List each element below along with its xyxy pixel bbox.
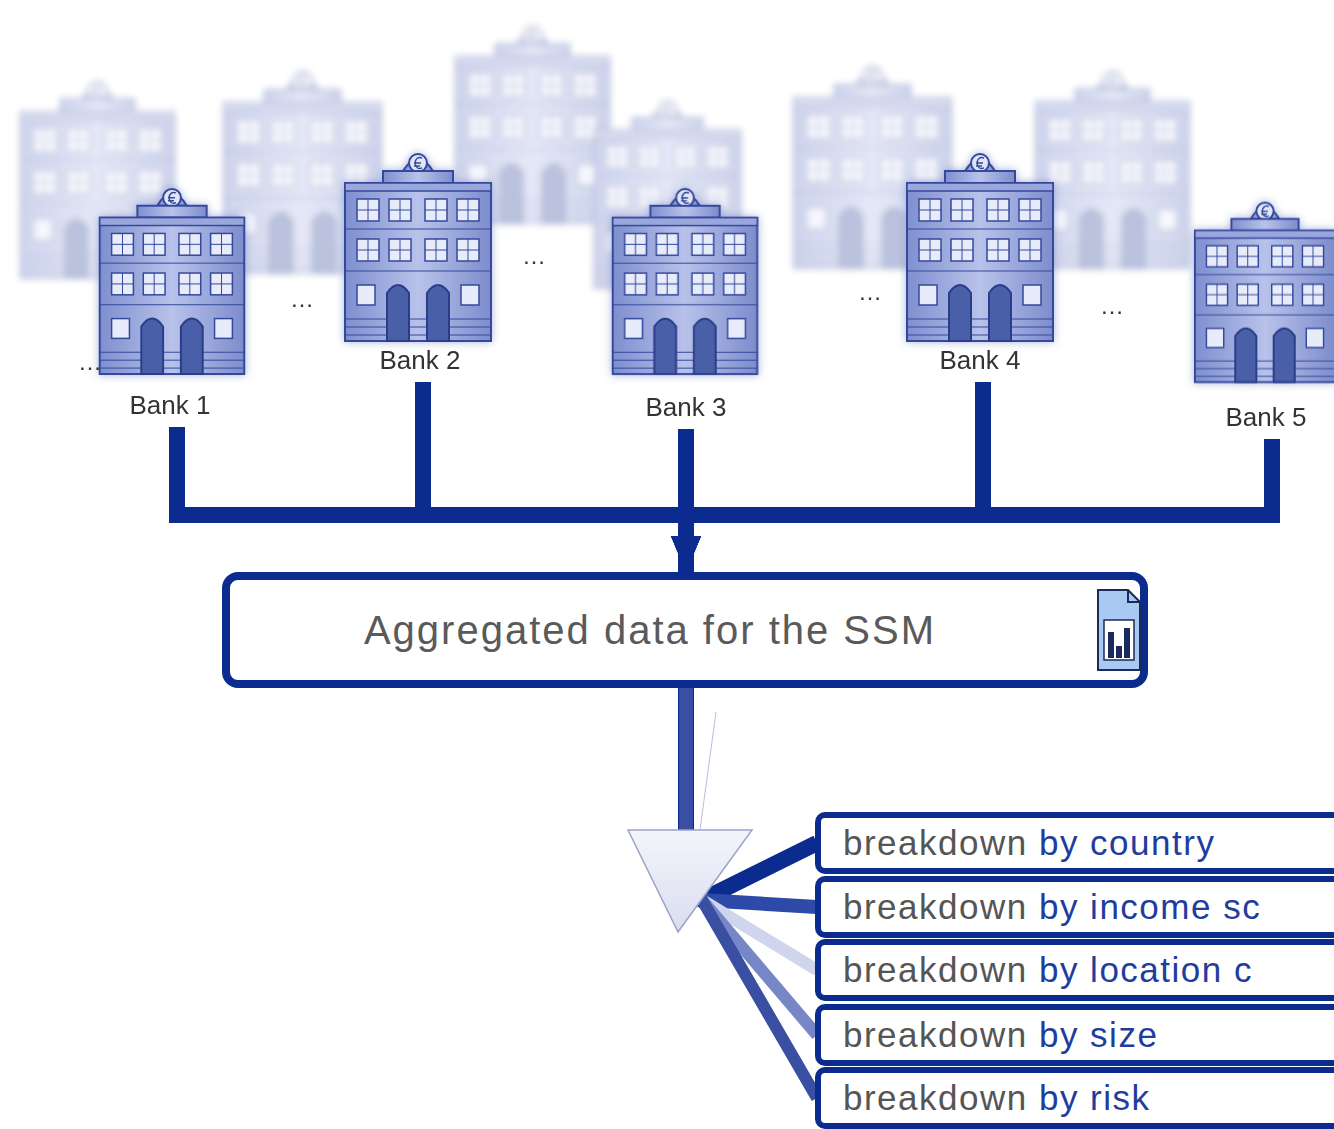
- node-text: by size: [1039, 1015, 1158, 1055]
- node-text: Bank 2: [380, 345, 461, 375]
- breakdown-box: breakdown by location c: [815, 939, 1334, 1001]
- aggregate-box: Aggregated data for the SSM: [222, 572, 1148, 688]
- ellipsis-label: …: [78, 348, 102, 376]
- bank-label: Bank 3: [640, 390, 733, 425]
- node-text: breakdown: [843, 823, 1028, 863]
- node-text: breakdown: [843, 950, 1028, 990]
- ellipsis-label: …: [290, 285, 314, 313]
- node-text: Aggregated data for the SSM: [364, 608, 936, 653]
- node-text: Bank 4: [940, 345, 1021, 375]
- breakdown-box: breakdown by income sc: [815, 876, 1334, 938]
- ellipsis-label: …: [1100, 292, 1124, 320]
- node-text: by location c: [1039, 950, 1253, 990]
- breakdown-box: breakdown by size: [815, 1004, 1334, 1066]
- node-text: Bank 3: [646, 392, 727, 422]
- node-text: Bank 1: [130, 390, 211, 420]
- node-text: breakdown: [843, 1078, 1028, 1118]
- ellipsis-label: …: [858, 278, 882, 306]
- connector: [686, 390, 983, 572]
- connector: [686, 688, 817, 970]
- connector: [686, 447, 1272, 572]
- bank-label: Bank 5: [1220, 400, 1313, 435]
- bank-label: Bank 1: [124, 388, 217, 423]
- node-text: by risk: [1039, 1078, 1151, 1118]
- bank-label: Bank 4: [934, 343, 1027, 378]
- node-text: breakdown: [843, 887, 1028, 927]
- connector: [177, 435, 686, 572]
- node-text: by country: [1039, 823, 1215, 863]
- breakdown-box: breakdown by country: [815, 812, 1334, 874]
- node-text: breakdown: [843, 1015, 1028, 1055]
- breakdown-box: breakdown by risk: [815, 1067, 1334, 1129]
- node-text: Bank 5: [1226, 402, 1307, 432]
- bank-label: Bank 2: [374, 343, 467, 378]
- node-text: by income sc: [1039, 887, 1261, 927]
- ellipsis-label: …: [522, 242, 546, 270]
